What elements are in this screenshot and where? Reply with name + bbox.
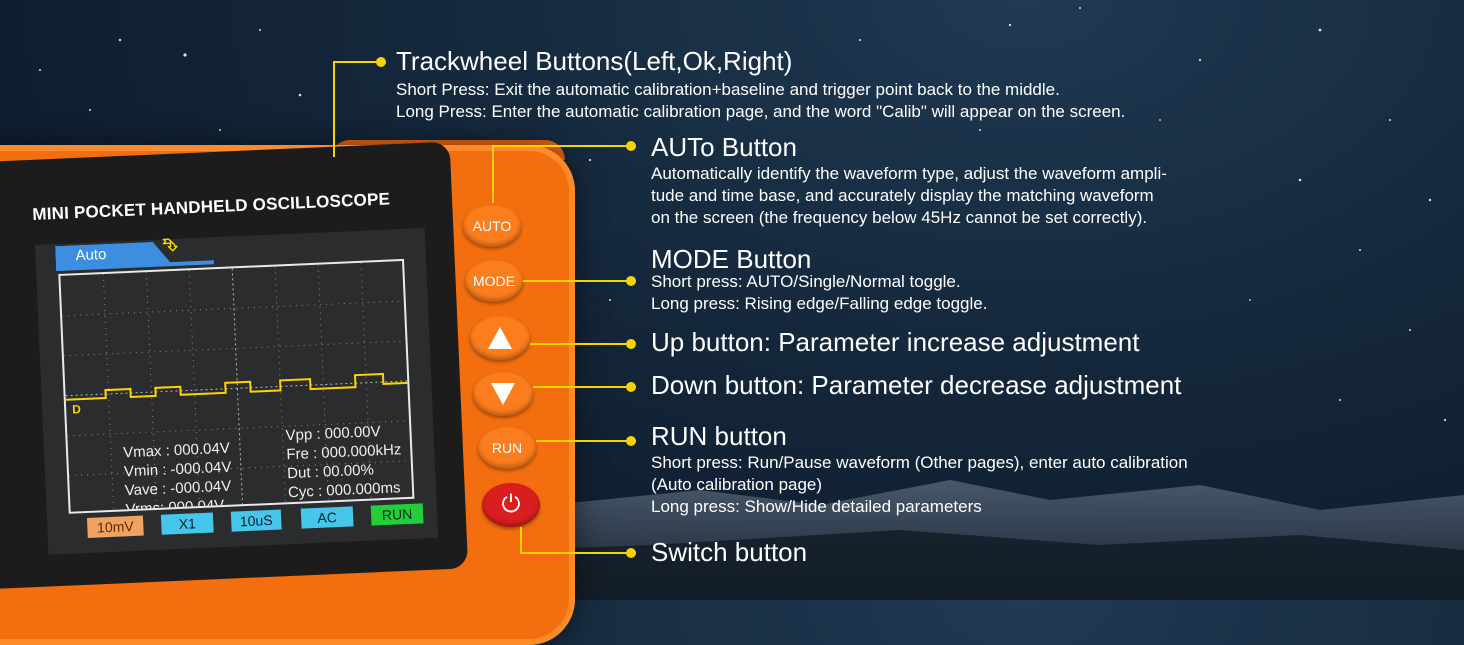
switch-leader-v <box>520 527 522 553</box>
measurements-right: Vpp : 000.00V Fre : 000.000kHz Dut : 00.… <box>285 423 402 502</box>
probe-chip: X1 <box>160 512 214 535</box>
trigger-edge-icon: ⮷ <box>162 234 178 256</box>
down-button[interactable] <box>473 372 533 416</box>
run-desc: Short press: Run/Pause waveform (Other p… <box>651 453 1188 516</box>
trackwheel-desc: Short Press: Exit the automatic calibrat… <box>396 80 1126 121</box>
mode-leader <box>523 280 628 282</box>
auto-leader-h <box>492 145 628 147</box>
trackwheel-leader-h <box>333 61 378 63</box>
up-title: Up button: Parameter increase adjustment <box>651 327 1140 357</box>
down-dot <box>626 382 636 392</box>
down-arrow-icon <box>491 383 515 405</box>
coupling-chip: AC <box>300 506 354 529</box>
switch-leader-h <box>520 552 628 554</box>
up-leader <box>530 343 628 345</box>
auto-title: AUTo Button <box>651 132 797 162</box>
up-dot <box>626 339 636 349</box>
waveform-plot: D Vmax : 000.04V Vmin : -000.04V Vave : … <box>58 258 415 514</box>
run-title: RUN button <box>651 421 787 451</box>
run-dot <box>626 436 636 446</box>
auto-button[interactable]: AUTO <box>463 205 521 247</box>
volts-per-div-chip: 10mV <box>86 515 144 538</box>
mode-button[interactable]: MODE <box>465 260 523 302</box>
measurements-left: Vmax : 000.04V Vmin : -000.04V Vave : -0… <box>122 439 232 514</box>
timebase-chip: 10uS <box>230 509 282 532</box>
auto-leader-v <box>492 145 494 203</box>
trackwheel-dot <box>376 57 386 67</box>
switch-title: Switch button <box>651 537 808 567</box>
waveform-trace <box>65 372 412 401</box>
run-state-chip: RUN <box>370 503 424 526</box>
run-button[interactable]: RUN <box>478 427 536 469</box>
switch-dot <box>626 548 636 558</box>
mode-dot <box>626 276 636 286</box>
up-arrow-icon <box>488 327 512 349</box>
down-title: Down button: Parameter decrease adjustme… <box>651 370 1182 400</box>
power-button[interactable]: ⏻ <box>482 483 540 527</box>
auto-dot <box>626 141 636 151</box>
run-leader <box>536 440 628 442</box>
down-leader <box>533 386 628 388</box>
oscilloscope-screen: Auto ⮷ D Vmax : 000.04V Vmin : -000.04V … <box>35 227 439 555</box>
trackwheel-leader-v <box>333 61 335 157</box>
up-button[interactable] <box>470 316 530 360</box>
trackwheel-title: Trackwheel Buttons(Left,Ok,Right) <box>396 46 793 76</box>
mode-desc: Short press: AUTO/Single/Normal toggle. … <box>651 272 988 313</box>
auto-desc: Automatically identify the waveform type… <box>651 164 1167 227</box>
power-icon: ⏻ <box>501 491 521 518</box>
mode-title: MODE Button <box>651 244 812 274</box>
channel-marker: D <box>71 402 82 417</box>
waveform-grid <box>62 262 415 514</box>
